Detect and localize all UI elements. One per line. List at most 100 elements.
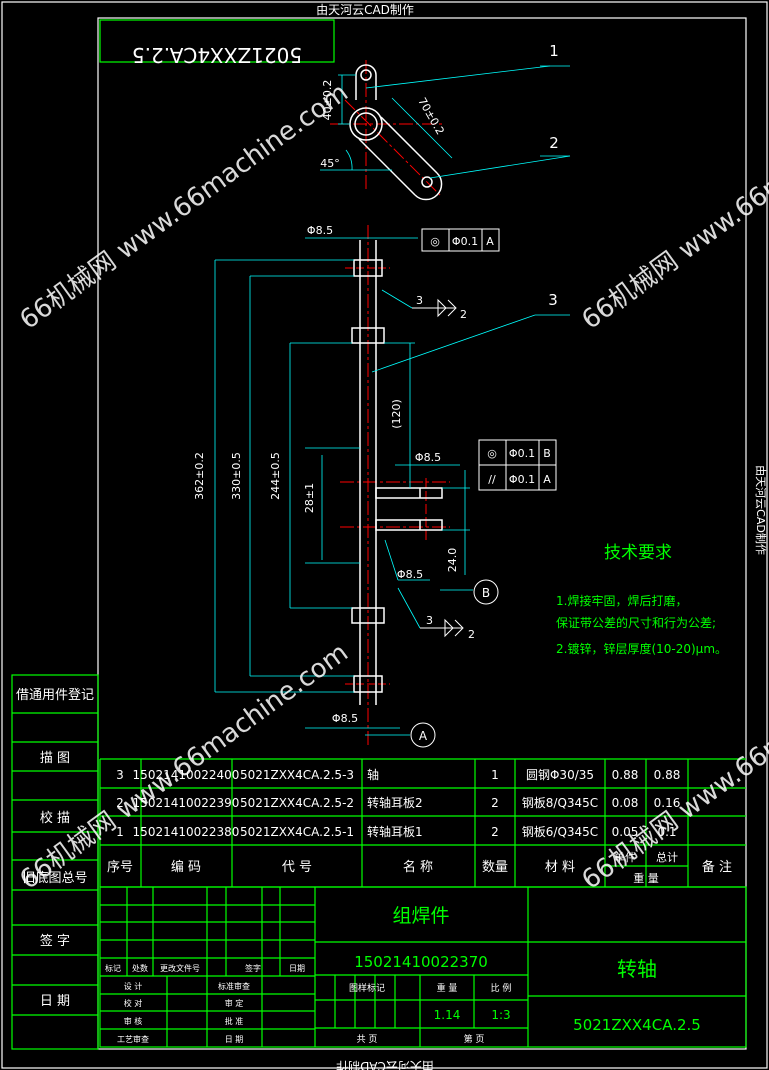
role-right-2: 批 准 [225,1016,244,1026]
bom-header-material: 材 料 [545,860,575,875]
dim-244: 244±0.5 [269,452,282,500]
bom-row-2-material: 钢板6/Q345C [522,825,598,839]
rev-header-2: 更改文件号 [160,963,200,973]
bom-row-1-unit: 0.08 [612,796,639,810]
side-label-1: 描 图 [40,751,70,766]
bom-row-0-material: 圆钢Φ30/35 [526,768,594,782]
rev-header-3: 签字 [245,963,261,973]
tol-mid-1-symbol: // [488,473,496,486]
side-label-5: 日 期 [40,994,70,1009]
header-top-text: 由天河云CAD制作 [316,3,414,17]
dim-phi-bottom: Φ8.5 [332,712,358,725]
scale-label: 比 例 [491,982,512,994]
tol-top-datum: A [486,235,494,248]
datum-b-label: B [482,586,490,600]
bom-row-2-seq: 1 [116,825,124,839]
bom-row-1-total: 0.16 [654,796,681,810]
dim-phi-mid: Φ8.5 [415,451,441,464]
dim-angle-45: 45° [320,157,340,170]
bom-row-0-code: 15021410022400 [133,768,240,782]
bom-row-1-seq: 2 [116,796,124,810]
title-block-drawing-no: 5021ZXX4CA.2.5 [573,1016,701,1034]
side-label-2: 校 描 [40,810,70,826]
bom-header-seq: 序号 [107,860,133,875]
sheet-no: 第 页 [464,1033,485,1045]
tol-mid-0-value: Φ0.1 [509,447,535,460]
bom-row-0-seq: 3 [116,768,124,782]
datum-b-circle [473,579,499,605]
side-label-4: 签 字 [40,933,70,949]
tech-line-2: 2.镀锌，锌层厚度(10-20)μm。 [556,641,727,656]
sheets-total: 共 页 [357,1034,378,1045]
stage-label: 图样标记 [349,982,385,994]
role-right-1: 审 定 [225,998,244,1008]
tech-requirements: 技术要求 1.焊接牢固，焊后打磨， 保证带公差的尺寸和行为公差; 2.镀锌，锌层… [556,543,727,656]
side-label-0: 借通用件登记 [16,688,94,703]
role-left-2: 审 核 [124,1016,143,1026]
bom-row-2-unit: 0.05 [612,825,639,839]
weld-top-right: 2 [460,308,467,321]
role-left-0: 设 计 [124,981,143,991]
role-left-3: 工艺审查 [117,1034,149,1044]
title-block-type: 组焊件 [392,905,449,927]
tech-title: 技术要求 [604,543,672,563]
rev-header-4: 日期 [289,964,305,973]
bom-header-part-no: 代 号 [282,860,312,875]
rev-header-0: 标记 [105,963,121,973]
bom-row-2-name: 转轴耳板1 [367,824,423,839]
dim-height-40: 40±0.2 [321,80,334,121]
bom-row-0-part-no: 5021ZXX4CA.2.5-3 [240,768,354,782]
side-label-3: 旧底图总号 [22,870,87,886]
bom-row-2-code: 15021410022380 [133,825,240,839]
drawing-number-box [99,19,335,63]
bom-header-unit: 单件 [614,851,636,864]
inner-frame [97,17,747,1050]
bom-row-1-name: 转轴耳板2 [367,795,423,810]
bom-row-1-code: 15021410022390 [133,796,240,810]
bom-row-1-material: 钢板8/Q345C [522,796,598,810]
datum-a-label: A [419,729,428,743]
title-block-scale: 1:3 [491,1008,510,1022]
dim-24: 24.0 [446,548,459,573]
tol-mid-1-datum: A [543,473,551,486]
bom-header-total: 总计 [656,850,678,864]
dim-phi-low: Φ8.5 [397,568,423,581]
title-block-grid [99,886,747,1048]
header-side-text: 由天河云CAD制作 [754,465,768,555]
role-left-1: 校 对 [124,998,143,1008]
rev-header-1: 处数 [132,963,148,973]
callout-1: 1 [549,42,559,60]
title-block-weight: 1.14 [434,1008,461,1022]
dim-330: 330±0.5 [230,452,243,500]
main-view: 362±0.2 330±0.5 244±0.5 28±1 (120) 24.0 … [193,224,570,748]
tech-line-1: 保证带公差的尺寸和行为公差; [556,615,716,630]
dim-phi-top: Φ8.5 [307,224,333,237]
bom-header-weight: 重 量 [633,871,659,885]
bom-row-2-qty: 2 [491,825,499,839]
callout-3: 3 [548,291,558,309]
dim-28: 28±1 [303,483,316,513]
bom-row-0-unit: 0.88 [612,768,639,782]
weld-bottom-right: 2 [468,628,475,641]
tol-mid-0-symbol: ◎ [487,447,497,460]
role-right-3: 日 期 [225,1035,244,1044]
bom-grid [99,758,746,888]
bom-row-1-part-no: 5021ZXX4CA.2.5-2 [240,796,354,810]
tol-top-value: Φ0.1 [452,235,478,248]
role-right-0: 标准审查 [218,981,250,991]
top-view: 40±0.2 70±0.2 45° 1 2 [320,42,571,201]
bom-row-2-total: 0.1 [657,825,676,839]
bom-header-name: 名 称 [403,859,433,875]
dim-120: (120) [390,399,403,429]
bom-header-remark: 备 注 [702,859,732,875]
left-strip [11,674,99,1050]
bom-header-code: 编 码 [171,860,201,875]
bom-header-qty: 数量 [482,860,508,875]
callout-2: 2 [549,134,559,152]
drawing-number-box-text: 5021ZXX4CA.2.5 [132,43,302,67]
dim-362: 362±0.2 [193,452,206,500]
tol-top-symbol: ◎ [430,235,440,248]
